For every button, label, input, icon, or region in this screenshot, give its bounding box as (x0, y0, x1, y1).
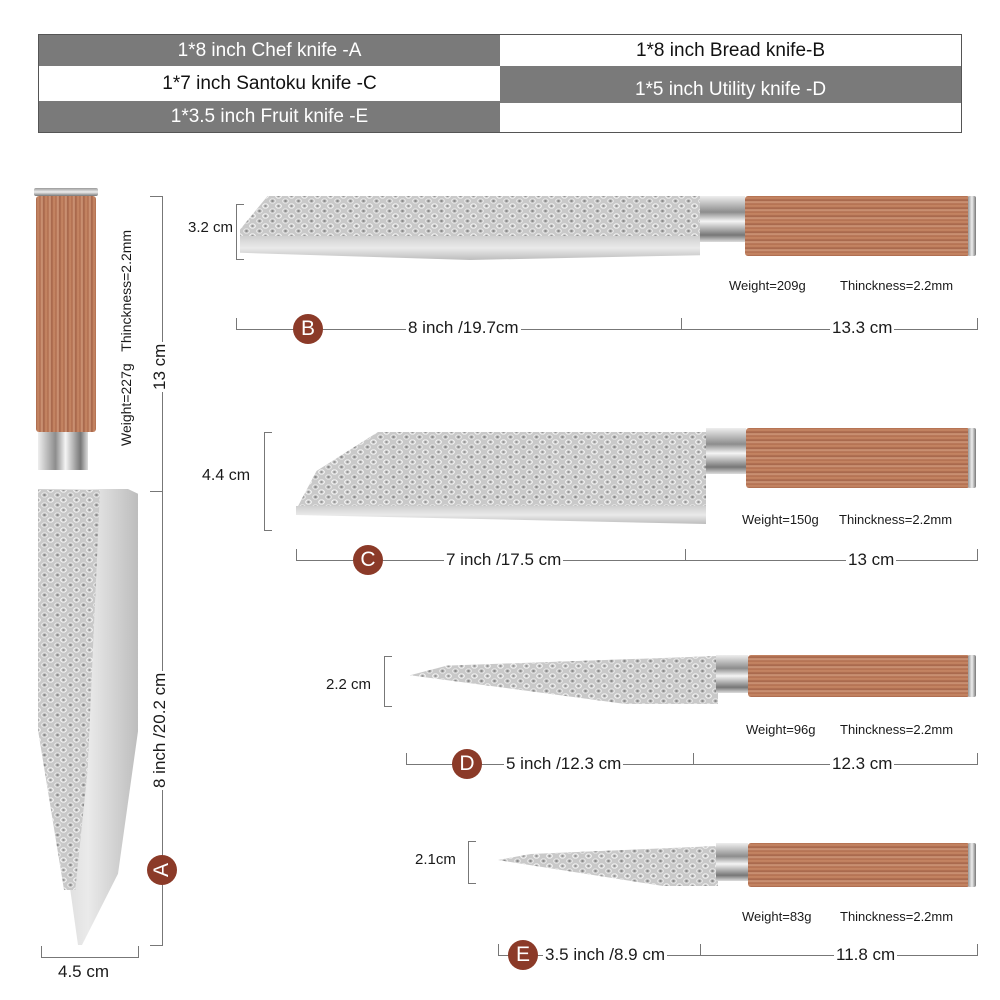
knife-e-blade-height: 2.1cm (415, 851, 456, 868)
knife-b-length-line (236, 329, 978, 331)
knife-e-thickness: Thinckness=2.2mm (840, 909, 954, 924)
dim-tick (150, 491, 163, 493)
dim-tick (264, 530, 272, 532)
knife-e-handle (748, 843, 970, 887)
dim-tick (977, 318, 979, 330)
knife-c-bolster (706, 428, 746, 474)
knife-e-endcap (968, 843, 976, 887)
knife-d-badge: D (452, 749, 482, 779)
knife-a-bolster (38, 432, 88, 470)
knife-e-handle-length: 11.8 cm (834, 945, 898, 965)
knife-d-endcap (968, 655, 976, 697)
knife-a-blade-length: 8 inch /20.2 cm (150, 670, 170, 790)
dim-tick (264, 432, 272, 434)
dim-bracket (264, 432, 266, 530)
knife-c-blade (296, 432, 706, 510)
knife-c-edge (296, 506, 706, 524)
knife-b-bolster (700, 196, 745, 242)
knife-set-spec-table: 1*8 inch Chef knife -A 1*8 inch Bread kn… (38, 34, 962, 133)
knife-c-thickness: Thinckness=2.2mm (839, 512, 953, 527)
knife-a-blade (38, 490, 100, 890)
knife-b-handle (745, 196, 970, 256)
dim-tick (150, 945, 163, 947)
dim-tick (296, 549, 298, 561)
knife-c-badge: C (353, 545, 383, 575)
knife-c-endcap (968, 428, 976, 488)
knife-a-blade-width: 4.5 cm (58, 962, 110, 981)
knife-b-weight: Weight=209g (729, 278, 806, 293)
knife-a-handle (36, 196, 96, 432)
dim-tick (977, 944, 979, 956)
spec-cell-utility-knife: 1*5 inch Utility knife -D (500, 66, 961, 103)
knife-c-blade-height: 4.4 cm (202, 467, 251, 484)
knife-a-length-line (162, 196, 164, 945)
dim-tick (150, 196, 163, 198)
knife-d-blade (410, 656, 718, 704)
knife-b-badge: B (293, 314, 323, 344)
knife-b-handle-length: 13.3 cm (830, 318, 895, 338)
knife-a-width-line (41, 957, 139, 959)
knife-e-bolster (716, 843, 748, 881)
dim-tick (236, 318, 238, 330)
knife-b-thickness: Thinckness=2.2mm (840, 278, 954, 293)
spec-cell-santoku-knife: 1*7 inch Santoku knife -C (39, 66, 500, 101)
knife-e-weight: Weight=83g (742, 909, 812, 924)
knife-b-blade-length: 8 inch /19.7cm (406, 318, 521, 338)
knife-c-length-line (296, 560, 978, 562)
dim-tick (41, 946, 43, 958)
dim-tick (406, 753, 408, 765)
dim-tick (468, 841, 476, 843)
dim-tick (468, 883, 476, 885)
spec-cell-empty (500, 103, 961, 132)
knife-d-weight: Weight=96g (746, 722, 816, 737)
knife-b-endcap (968, 196, 976, 256)
knife-e-length-line (498, 955, 978, 957)
dim-tick (977, 549, 979, 561)
knife-a-endcap (34, 188, 98, 196)
knife-e-badge: E (508, 940, 538, 970)
knife-e-blade (498, 846, 718, 886)
spec-cell-bread-knife: 1*8 inch Bread knife-B (500, 35, 961, 66)
knife-d-blade-length: 5 inch /12.3 cm (504, 754, 624, 774)
dim-tick (681, 318, 683, 330)
dim-bracket (384, 656, 386, 706)
spec-cell-fruit-knife: 1*3.5 inch Fruit knife -E (39, 101, 500, 132)
dim-tick (685, 549, 687, 561)
dim-tick (384, 656, 392, 658)
dim-bracket (468, 841, 470, 883)
knife-a-badge: A (147, 855, 177, 885)
dim-tick (236, 204, 244, 206)
knife-d-handle (748, 655, 970, 697)
dim-tick (700, 944, 702, 956)
knife-c-blade-length: 7 inch /17.5 cm (444, 550, 564, 570)
spec-cell-chef-knife: 1*8 inch Chef knife -A (39, 35, 500, 66)
knife-d-length-line (406, 764, 978, 766)
knife-c-handle-length: 13 cm (846, 550, 897, 570)
knife-e-blade-length: 3.5 inch /8.9 cm (543, 945, 668, 965)
dim-bracket (236, 204, 238, 259)
dim-tick (498, 944, 500, 956)
dim-tick (977, 753, 979, 765)
dim-tick (384, 706, 392, 708)
dim-tick (138, 946, 140, 958)
knife-b-blade-height: 3.2 cm (188, 219, 234, 236)
dim-tick (693, 753, 695, 765)
knife-b-blade (240, 196, 700, 238)
dim-tick (236, 259, 244, 261)
knife-c-handle (746, 428, 970, 488)
knife-a-weight: Weight=227g Thinckness=2.2mm (118, 229, 134, 446)
knife-d-bolster (716, 655, 748, 693)
knife-b-serrated-edge (240, 236, 700, 260)
knife-c-weight: Weight=150g (742, 512, 819, 527)
knife-d-thickness: Thinckness=2.2mm (840, 722, 954, 737)
knife-a-handle-length: 13 cm (150, 341, 170, 392)
knife-d-handle-length: 12.3 cm (830, 754, 895, 774)
knife-d-blade-height: 2.2 cm (326, 676, 372, 693)
